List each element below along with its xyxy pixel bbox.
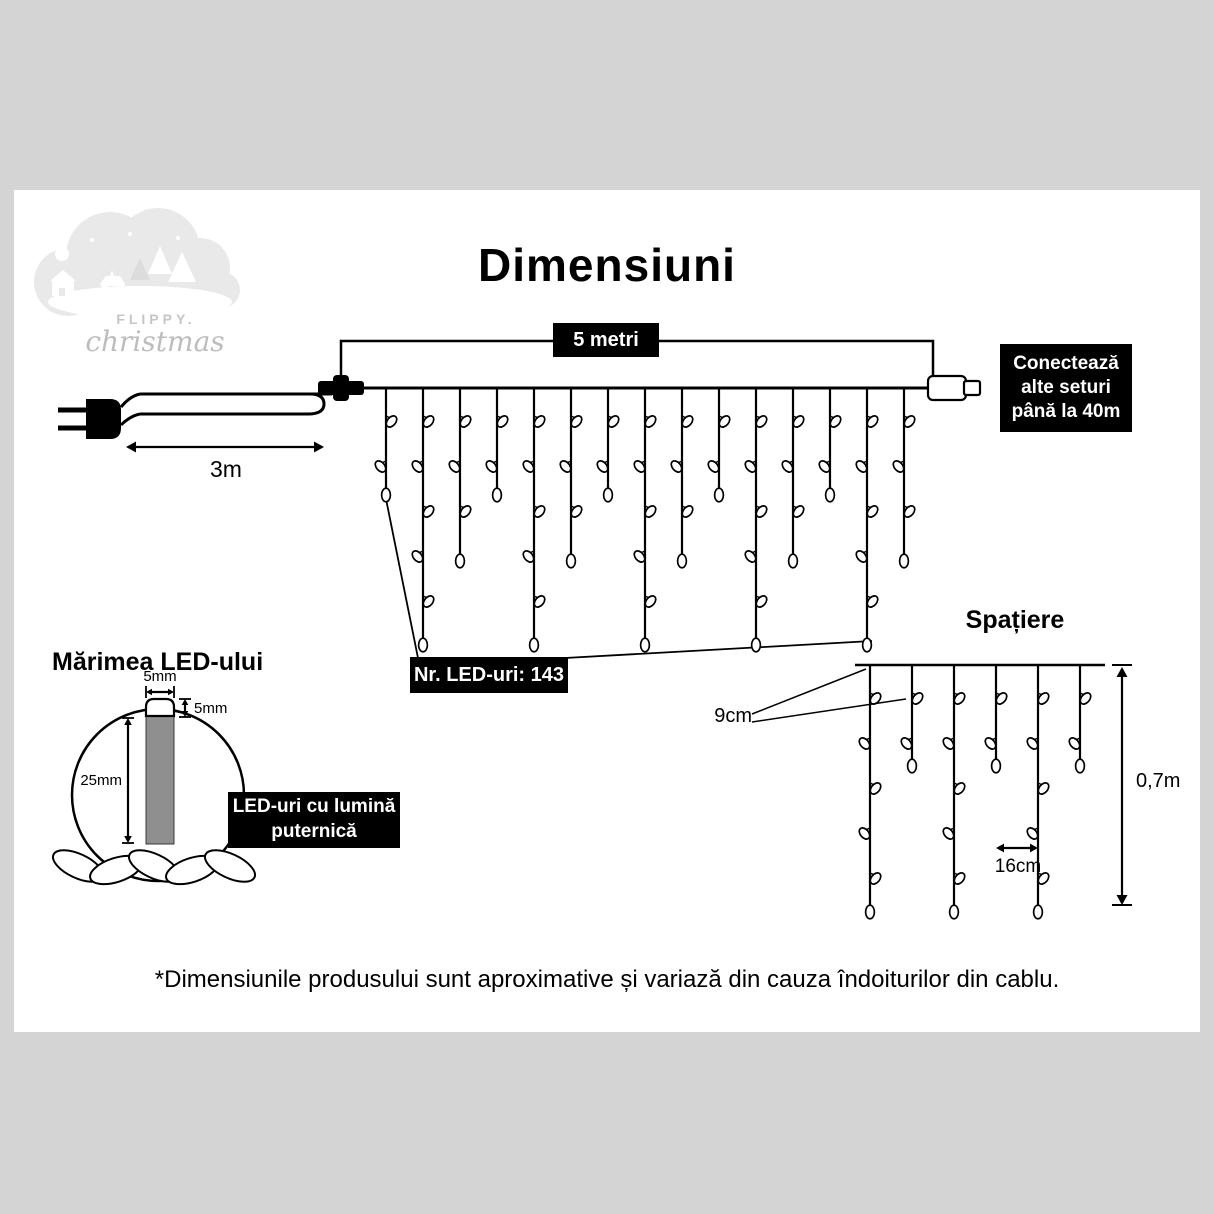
led-body-height-label: 25mm bbox=[80, 772, 122, 789]
led-gap-label: 9cm bbox=[714, 705, 752, 727]
brand-script: christmas bbox=[85, 325, 225, 358]
led-width-label: 5mm bbox=[143, 668, 177, 685]
main-string-drawing bbox=[58, 339, 982, 659]
drop-gap-label: 16cm bbox=[994, 856, 1042, 877]
led-size-drawing bbox=[52, 686, 256, 886]
disclaimer-text: *Dimensiunile produsului sunt aproximati… bbox=[154, 966, 1060, 993]
brand-name: FLIPPY. bbox=[116, 311, 196, 327]
tree-icon bbox=[168, 252, 196, 282]
total-length-badge: 5 metri bbox=[553, 323, 659, 357]
tree-icon bbox=[130, 258, 150, 280]
spacing-heading: Spațiere bbox=[965, 606, 1065, 634]
lead-length-label: 3m bbox=[210, 456, 242, 482]
page-title: Dimensiuni bbox=[478, 239, 736, 291]
moon-icon bbox=[55, 247, 69, 261]
drop-height-label: 0,7m bbox=[1136, 770, 1181, 792]
led-head-height-label: 5mm bbox=[194, 700, 228, 717]
connect-note-badge: Conectează alte seturi până la 40m bbox=[1000, 344, 1132, 432]
spacing-diagram-drawing bbox=[751, 663, 1132, 920]
icicle-lights-drawing bbox=[374, 388, 916, 653]
tree-icon bbox=[148, 246, 172, 274]
logo-illustration bbox=[34, 208, 240, 318]
deer-icon bbox=[100, 270, 125, 292]
led-callout-badge: LED-uri cu lumină puternică bbox=[228, 792, 400, 848]
house-icon bbox=[50, 270, 76, 281]
led-size-heading: Mărimea LED-ului bbox=[52, 648, 264, 676]
led-count-badge: Nr. LED-uri: 143 bbox=[410, 657, 568, 693]
